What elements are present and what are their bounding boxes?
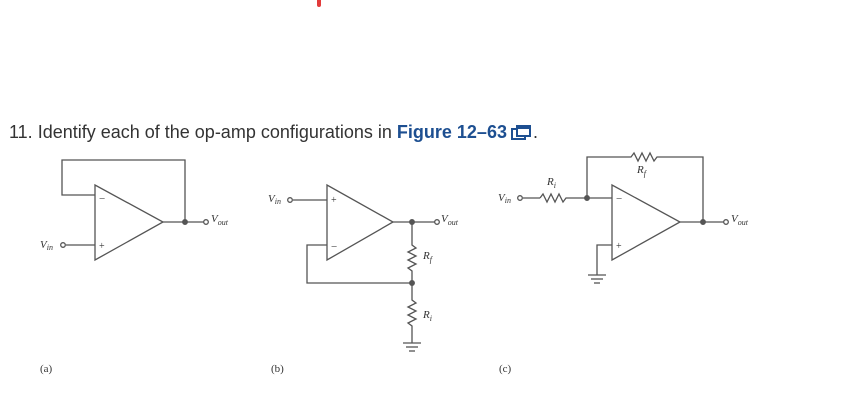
vin-terminal-b (287, 197, 293, 203)
plus-b: + (331, 195, 337, 206)
circuit-b (287, 183, 440, 352)
vin-terminal-a (60, 242, 66, 248)
circuit-a (60, 159, 209, 262)
ground-b (403, 342, 421, 352)
feedback-wire-b (306, 244, 412, 284)
scroll-marker (317, 0, 321, 7)
opamp-c (611, 183, 682, 262)
caption-c: (c) (499, 363, 512, 375)
resistor-ri-c (539, 192, 587, 204)
popout-window-icon[interactable] (510, 124, 531, 141)
minus-c: − (616, 193, 622, 205)
ri-label-b: Ri (422, 309, 432, 323)
minus-a: − (99, 193, 105, 205)
opamp-b (326, 183, 395, 262)
vin-label-b: Vin (268, 193, 281, 206)
junction-a (182, 219, 188, 225)
question-number: 11. (9, 122, 33, 142)
vout-label-a: Vout (211, 213, 229, 227)
resistor-ri-b (406, 283, 418, 343)
vout-terminal-c (723, 219, 729, 225)
rf-label-b: Rf (422, 250, 434, 264)
vout-label-c: Vout (731, 213, 749, 227)
caption-b: (b) (271, 363, 284, 375)
rf-label-c: Rf (636, 164, 648, 178)
ground-wire-c (596, 244, 612, 275)
vout-terminal-b (434, 219, 440, 225)
plus-a: + (99, 241, 105, 252)
minus-b: − (331, 241, 337, 253)
opamp-a (94, 183, 165, 262)
vout-label-b: Vout (441, 213, 459, 227)
caption-a: (a) (40, 363, 53, 375)
plus-c: + (616, 241, 622, 252)
vin-terminal-c (517, 195, 523, 201)
resistor-rf-c (586, 151, 704, 222)
circuit-c (517, 151, 729, 284)
ground-c (588, 274, 606, 284)
output-junction-c (700, 219, 706, 225)
question-body: Identify each of the op-amp configuratio… (37, 122, 392, 142)
vin-label-c: Vin (498, 192, 511, 205)
vin-label-a: Vin (40, 239, 53, 252)
figure-link[interactable]: Figure 12–63 (396, 122, 507, 142)
question-text: 11. Identify each of the op-amp configur… (9, 122, 538, 143)
question-end: . (532, 122, 538, 142)
resistor-rf-b (406, 222, 418, 283)
ri-label-c: Ri (546, 176, 556, 190)
vout-terminal-a (203, 219, 209, 225)
feedback-wire-a (61, 159, 186, 222)
